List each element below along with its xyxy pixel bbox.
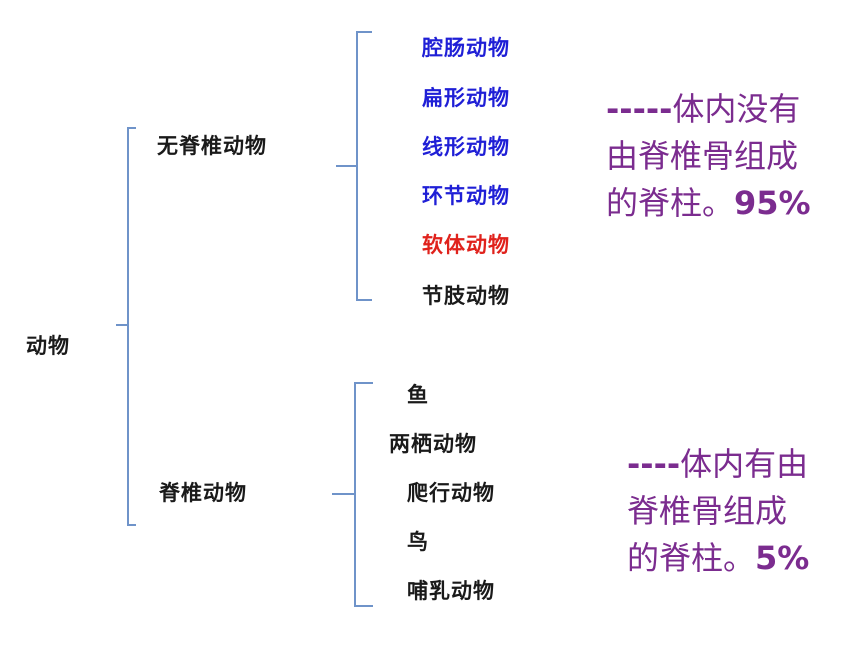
- invertebrate-item-annelids: 环节动物: [422, 184, 510, 208]
- invertebrate-note-percent: 95%: [734, 184, 811, 222]
- vertebrate-item-fish: 鱼: [407, 383, 429, 407]
- vertebrate-bracket: [332, 382, 373, 607]
- invertebrate-item-arthropods: 节肢动物: [422, 284, 510, 308]
- invertebrate-item-roundworms: 线形动物: [422, 135, 510, 159]
- invertebrates-label: 无脊椎动物: [157, 134, 267, 158]
- vertebrate-item-reptiles: 爬行动物: [407, 481, 495, 505]
- vertebrate-note-dashes: ----: [627, 445, 681, 483]
- invertebrate-note: -----体内没有 由脊椎骨组成 的脊柱。95%: [606, 86, 811, 227]
- vertebrate-note: ----体内有由 脊椎骨组成 的脊柱。5%: [627, 441, 809, 582]
- invertebrate-bracket: [336, 31, 372, 301]
- vertebrate-note-line3: 的脊柱。5%: [627, 539, 810, 577]
- invertebrate-item-coelenterates: 腔肠动物: [422, 36, 510, 60]
- vertebrate-item-amphibians: 两栖动物: [389, 432, 477, 456]
- invertebrate-note-line3: 的脊柱。95%: [606, 184, 811, 222]
- vertebrate-note-percent: 5%: [755, 539, 810, 577]
- vertebrate-item-mammals: 哺乳动物: [407, 579, 495, 603]
- root-label: 动物: [26, 334, 70, 358]
- invertebrate-item-flatworms: 扁形动物: [422, 86, 510, 110]
- invertebrate-note-dashes: -----: [606, 90, 673, 128]
- vertebrates-label: 脊椎动物: [159, 481, 247, 505]
- root-bracket: [116, 127, 136, 526]
- vertebrate-item-birds: 鸟: [407, 530, 429, 554]
- invertebrate-note-line2: 由脊椎骨组成: [606, 137, 799, 175]
- invertebrate-item-mollusks: 软体动物: [422, 233, 510, 257]
- invertebrate-note-line1: -----体内没有: [606, 90, 801, 128]
- vertebrate-note-line2: 脊椎骨组成: [627, 492, 788, 530]
- vertebrate-note-line1: ----体内有由: [627, 445, 809, 483]
